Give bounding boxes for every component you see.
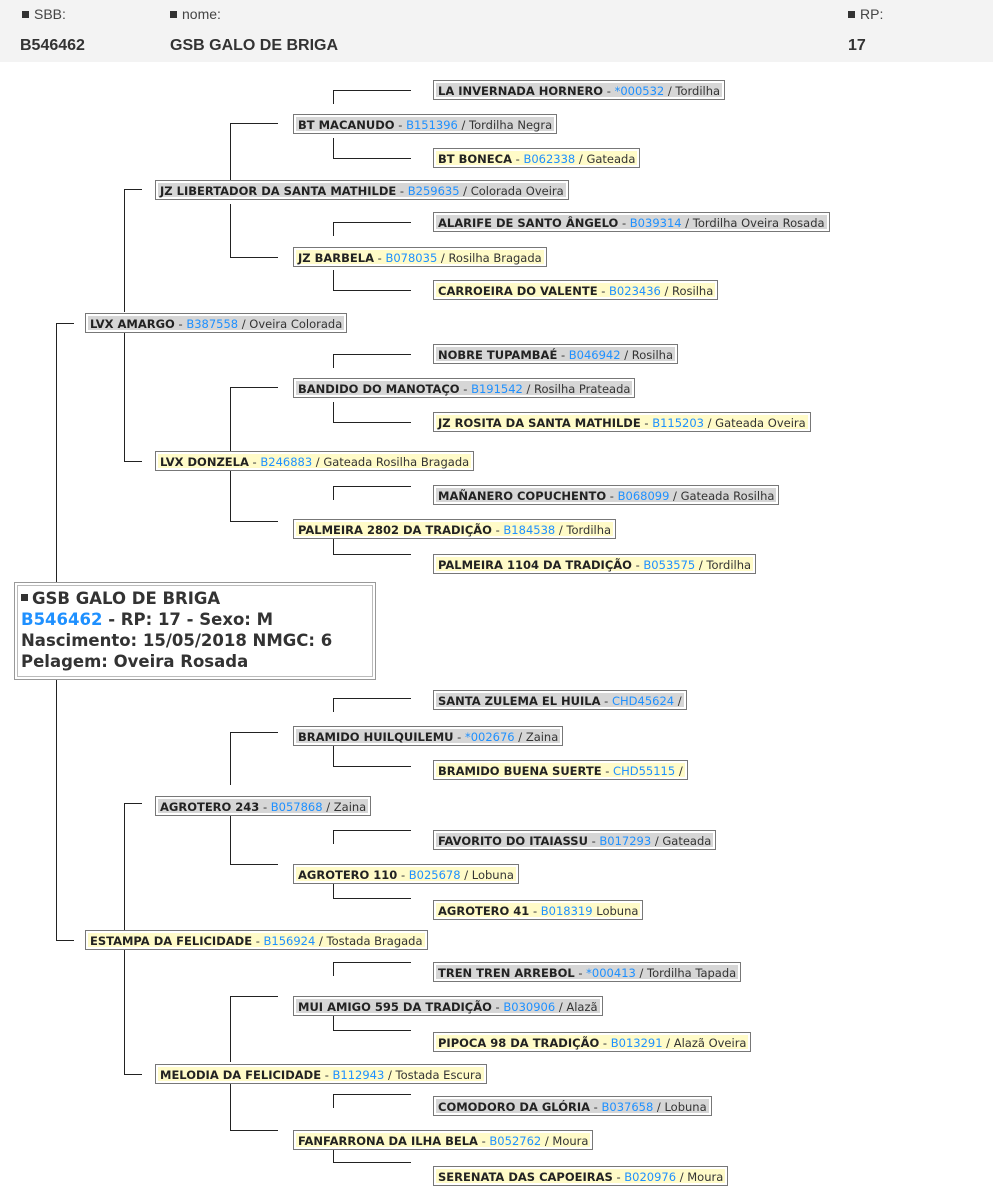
registry-code-link[interactable]: B052762 (489, 1134, 542, 1148)
pedigree-node[interactable]: MELODIA DA FELICIDADE - B112943 / Tostad… (155, 1064, 487, 1084)
registry-code-link[interactable]: B115203 (652, 416, 704, 430)
registry-code-link[interactable]: CHD55115 (613, 764, 676, 778)
registry-code-link[interactable]: B062338 (523, 152, 576, 166)
registry-code-link[interactable]: B030906 (503, 1000, 556, 1014)
registry-code-link[interactable]: *002676 (464, 730, 515, 744)
registry-code-link[interactable]: B387558 (186, 317, 239, 331)
pedigree-node[interactable]: SERENATA DAS CAPOEIRAS - B020976 / Moura (433, 1166, 729, 1186)
pedigree-node[interactable]: LA INVERNADA HORNERO - *000532 / Tordilh… (433, 80, 726, 100)
pedigree-node[interactable]: AGROTERO 41 - B018319 Lobuna (433, 900, 644, 920)
registry-code-link[interactable]: B053575 (643, 558, 696, 572)
pedigree-node[interactable]: JZ BARBELA - B078035 / Rosilha Bragada (293, 247, 547, 267)
registry-code-link[interactable]: B018319 (540, 904, 593, 918)
registry-code-link[interactable]: B057868 (270, 800, 323, 814)
pedigree-node[interactable]: JZ ROSITA DA SANTA MATHILDE - B115203 / … (433, 412, 811, 432)
pedigree-node[interactable]: BANDIDO DO MANOTAÇO - B191542 / Rosilha … (293, 378, 636, 398)
registry-code-link[interactable]: B068099 (617, 489, 670, 503)
pedigree-node[interactable]: FAVORITO DO ITAIASSU - B017293 / Gateada (433, 830, 717, 850)
rp-label: RP: (848, 6, 883, 22)
registry-code-link[interactable]: B039314 (629, 216, 682, 230)
nome-value: GSB GALO DE BRIGA (170, 37, 339, 54)
pedigree-node[interactable]: LVX AMARGO - B387558 / Oveira Colorada (85, 313, 348, 333)
header-bar: SBB: nome: RP: B546462 GSB GALO DE BRIGA… (0, 0, 993, 62)
pedigree-node[interactable]: LVX DONZELA - B246883 / Gateada Rosilha … (155, 451, 475, 471)
pedigree-node[interactable]: COMODORO DA GLÓRIA - B037658 / Lobuna (433, 1096, 712, 1116)
pedigree-node[interactable]: PALMEIRA 2802 DA TRADIÇÃO - B184538 / To… (293, 519, 617, 539)
rp-value: 17 (848, 37, 866, 54)
main-horse-id-line: B546462 - RP: 17 - Sexo: M (21, 610, 274, 629)
pedigree-node[interactable]: PALMEIRA 1104 DA TRADIÇÃO - B053575 / To… (433, 554, 757, 574)
nome-label: nome: (170, 6, 221, 22)
pedigree-node[interactable]: MAÑANERO COPUCHENTO - B068099 / Gateada … (433, 485, 780, 505)
registry-code-link[interactable]: B246883 (260, 455, 313, 469)
registry-code-link[interactable]: B020976 (624, 1170, 677, 1184)
pedigree-node[interactable]: AGROTERO 110 - B025678 / Lobuna (293, 864, 519, 884)
registry-code-link[interactable]: *000413 (586, 966, 636, 980)
registry-code-link[interactable]: B078035 (385, 251, 438, 265)
main-horse-birth-line: Nascimento: 15/05/2018 NMGC: 6 (21, 631, 333, 650)
registry-code-link[interactable]: *000532 (614, 84, 665, 98)
registry-code-link[interactable]: B546462 (21, 610, 103, 629)
pedigree-node[interactable]: ALARIFE DE SANTO ÂNGELO - B039314 / Tord… (433, 212, 830, 232)
registry-code-link[interactable]: CHD45624 (612, 694, 675, 708)
pedigree-node[interactable]: ESTAMPA DA FELICIDADE - B156924 / Tostad… (85, 930, 428, 950)
registry-code-link[interactable]: B013291 (610, 1036, 663, 1050)
main-horse-name-line: GSB GALO DE BRIGA (21, 588, 369, 609)
main-horse-card: GSB GALO DE BRIGA B546462 - RP: 17 - Sex… (14, 582, 376, 680)
pedigree-node[interactable]: CARROEIRA DO VALENTE - B023436 / Rosilha (433, 280, 719, 300)
pedigree-node[interactable]: AGROTERO 243 - B057868 / Zaina (155, 796, 372, 816)
registry-code-link[interactable]: B025678 (408, 868, 461, 882)
registry-code-link[interactable]: B184538 (503, 523, 556, 537)
pedigree-node[interactable]: BT MACANUDO - B151396 / Tordilha Negra (293, 114, 558, 134)
registry-code-link[interactable]: B191542 (471, 382, 523, 396)
pedigree-node[interactable]: SANTA ZULEMA EL HUILA - CHD45624 / (433, 690, 687, 710)
pedigree-node[interactable]: PIPOCA 98 DA TRADIÇÃO - B013291 / Alazã … (433, 1032, 752, 1052)
registry-code-link[interactable]: B037658 (601, 1100, 654, 1114)
pedigree-node[interactable]: FANFARRONA DA ILHA BELA - B052762 / Mour… (293, 1130, 594, 1150)
pedigree-node[interactable]: BT BONECA - B062338 / Gateada (433, 148, 641, 168)
registry-code-link[interactable]: B259635 (407, 184, 460, 198)
registry-code-link[interactable]: B151396 (406, 118, 458, 132)
pedigree-node[interactable]: BRAMIDO BUENA SUERTE - CHD55115 / (433, 760, 688, 780)
pedigree-node[interactable]: MUI AMIGO 595 DA TRADIÇÃO - B030906 / Al… (293, 996, 603, 1016)
pedigree-node[interactable]: BRAMIDO HUILQUILEMU - *002676 / Zaina (293, 726, 564, 746)
pedigree-node[interactable]: TREN TREN ARREBOL - *000413 / Tordilha T… (433, 962, 742, 982)
sbb-value: B546462 (20, 37, 85, 54)
pedigree-node[interactable]: JZ LIBERTADOR DA SANTA MATHILDE - B25963… (155, 180, 569, 200)
pedigree-tree: LA INVERNADA HORNERO - *000532 / Tordilh… (0, 70, 1000, 1203)
registry-code-link[interactable]: B156924 (263, 934, 316, 948)
registry-code-link[interactable]: B017293 (599, 834, 652, 848)
registry-code-link[interactable]: B112943 (332, 1068, 385, 1082)
sbb-label: SBB: (22, 6, 66, 22)
registry-code-link[interactable]: B046942 (568, 348, 621, 362)
registry-code-link[interactable]: B023436 (609, 284, 661, 298)
main-horse-coat-line: Pelagem: Oveira Rosada (21, 652, 249, 671)
pedigree-node[interactable]: NOBRE TUPAMBAÉ - B046942 / Rosilha (433, 344, 678, 364)
